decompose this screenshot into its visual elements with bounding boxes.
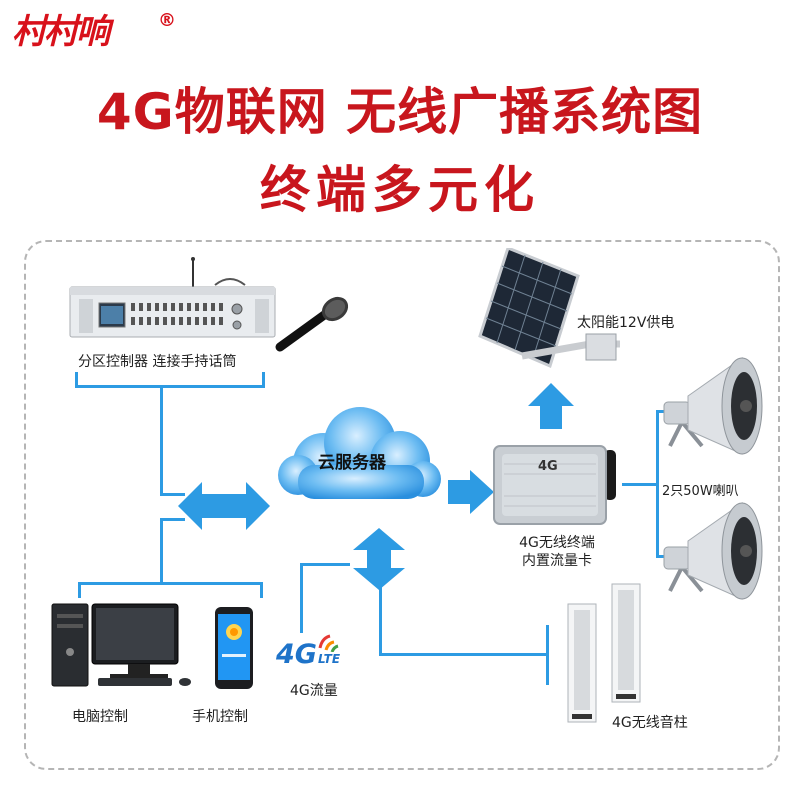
- phone-label: 手机控制: [192, 708, 248, 726]
- column-bracket: [546, 625, 549, 685]
- arrow-up-to-solar: [528, 383, 574, 429]
- controller-bracket-right: [262, 372, 265, 388]
- traffic-line-top: [300, 563, 350, 566]
- traffic-label: 4G流量: [290, 682, 338, 700]
- arrow-right-to-terminal: [448, 470, 494, 514]
- cloud-to-column-horizontal: [379, 653, 549, 656]
- controller-bracket-line: [75, 385, 265, 388]
- brand-logo: 村村响: [12, 12, 108, 52]
- terminal-label-line1: 4G无线终端: [512, 534, 602, 552]
- devices-bracket-line: [78, 582, 263, 585]
- signal-waves-icon: [316, 628, 346, 652]
- pc-label: 电脑控制: [72, 708, 128, 726]
- lte-logo-text: LTE: [318, 652, 340, 666]
- cloud-to-column-vertical: [379, 585, 382, 655]
- terminal-icon: [490, 440, 630, 532]
- main-title: 4G物联网 无线广播系统图: [0, 82, 800, 142]
- double-arrow-vertical: [351, 528, 407, 590]
- desktop-computer-icon: [48, 600, 198, 700]
- cloud-server-label: 云服务器: [318, 448, 386, 473]
- smartphone-icon: [214, 606, 254, 690]
- solar-panel-icon: [470, 248, 630, 378]
- registered-mark: ®: [158, 10, 176, 31]
- horn-speakers-label: 2只50W喇叭: [662, 483, 739, 501]
- controller-bracket-left: [75, 372, 78, 388]
- terminal-label-line2: 内置流量卡: [512, 552, 602, 570]
- subtitle: 终端多元化: [0, 160, 800, 220]
- double-arrow-horizontal: [178, 478, 270, 534]
- solar-label: 太阳能12V供电: [577, 314, 674, 332]
- column-speaker-icon: [558, 580, 648, 730]
- zone-controller-icon: [65, 255, 355, 365]
- column-speakers-label: 4G无线音柱: [612, 714, 688, 732]
- devices-bracket-right: [260, 582, 263, 598]
- controller-to-cloud-line: [160, 385, 163, 495]
- horns-bracket: [656, 410, 659, 558]
- horn-speaker-icon-top: [662, 350, 772, 460]
- terminal-badge: 4G: [538, 459, 558, 474]
- devices-bracket-left: [78, 582, 81, 598]
- horn-speaker-icon-bottom: [662, 495, 772, 605]
- 4g-logo-text: 4G: [276, 640, 317, 670]
- traffic-line-vertical: [300, 563, 303, 633]
- zone-controller-label: 分区控制器 连接手持话筒: [78, 353, 236, 371]
- devices-to-cloud-line: [160, 518, 163, 583]
